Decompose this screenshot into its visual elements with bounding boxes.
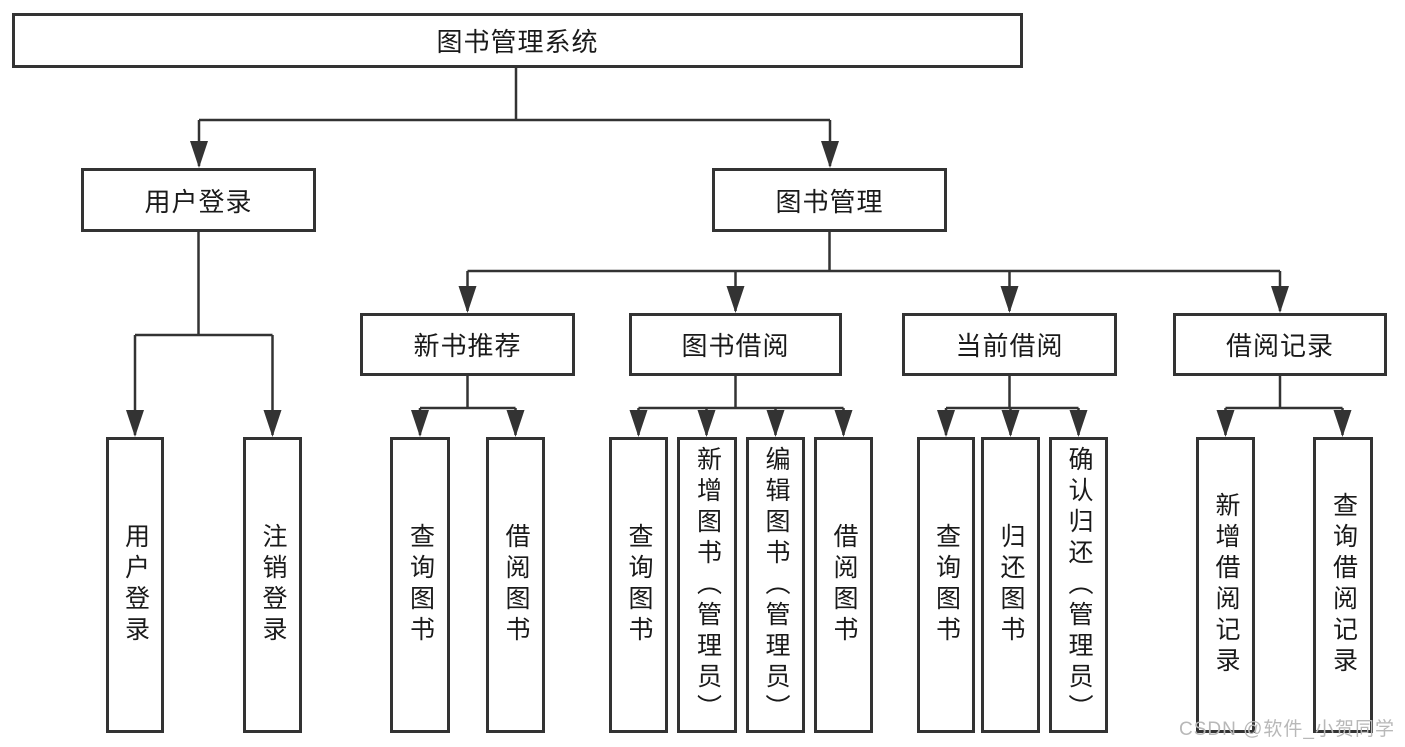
tree-edges	[133, 68, 1344, 435]
node-root-title: 图书管理系统	[12, 13, 1023, 68]
node-user-login: 用户登录	[81, 168, 316, 232]
node-book-management: 图书管理	[712, 168, 947, 232]
node-new-book-recommend-label: 新书推荐	[413, 331, 522, 361]
leaf-borrow-query-label: 查询图书	[625, 523, 653, 647]
node-borrowing-records-label: 借阅记录	[1225, 331, 1334, 361]
leaf-edit-book-admin-label: 编辑图书（管理员）	[762, 445, 790, 725]
arrowhead-icons	[126, 141, 1352, 437]
node-new-book-recommend: 新书推荐	[360, 313, 575, 376]
leaf-add-borrow-record-label: 新增借阅记录	[1212, 492, 1240, 678]
leaf-borrow-query: 查询图书	[609, 437, 668, 733]
node-book-borrowing: 图书借阅	[629, 313, 842, 376]
leaf-add-book-admin-label: 新增图书（管理员）	[693, 445, 722, 725]
node-book-management-label: 图书管理	[775, 186, 884, 217]
leaf-confirm-return-admin: 确认归还（管理员）	[1049, 437, 1108, 733]
node-book-borrowing-label: 图书借阅	[681, 331, 790, 361]
node-current-borrowing: 当前借阅	[902, 313, 1117, 376]
csdn-watermark: CSDN @软件_小贺同学	[1179, 719, 1395, 740]
node-borrowing-records: 借阅记录	[1173, 313, 1387, 376]
leaf-borrow-book-label: 借阅图书	[830, 523, 858, 647]
node-user-login-label: 用户登录	[144, 186, 253, 217]
leaf-newbook-borrow-label: 借阅图书	[502, 523, 530, 647]
leaf-query-borrow-record-label: 查询借阅记录	[1329, 492, 1358, 678]
node-current-borrowing-label: 当前借阅	[955, 331, 1064, 361]
leaf-logout-label: 注销登录	[259, 523, 287, 647]
leaf-query-borrow-record: 查询借阅记录	[1313, 437, 1373, 733]
leaf-add-book-admin: 新增图书（管理员）	[677, 437, 737, 733]
leaf-return-book: 归还图书	[981, 437, 1040, 733]
leaf-current-query-label: 查询图书	[932, 523, 961, 647]
leaf-add-borrow-record: 新增借阅记录	[1196, 437, 1255, 733]
leaf-logout: 注销登录	[243, 437, 302, 733]
leaf-newbook-query: 查询图书	[390, 437, 450, 733]
leaf-borrow-book: 借阅图书	[814, 437, 873, 733]
leaf-newbook-borrow: 借阅图书	[486, 437, 545, 733]
leaf-current-query: 查询图书	[917, 437, 975, 733]
leaf-user-login: 用户登录	[106, 437, 164, 733]
root-title-label: 图书管理系统	[436, 27, 599, 57]
leaf-edit-book-admin: 编辑图书（管理员）	[746, 437, 805, 733]
leaf-newbook-query-label: 查询图书	[406, 523, 435, 647]
leaf-confirm-return-admin-label: 确认归还（管理员）	[1065, 445, 1093, 725]
leaf-user-login-label: 用户登录	[121, 523, 150, 647]
leaf-return-book-label: 归还图书	[997, 523, 1025, 647]
